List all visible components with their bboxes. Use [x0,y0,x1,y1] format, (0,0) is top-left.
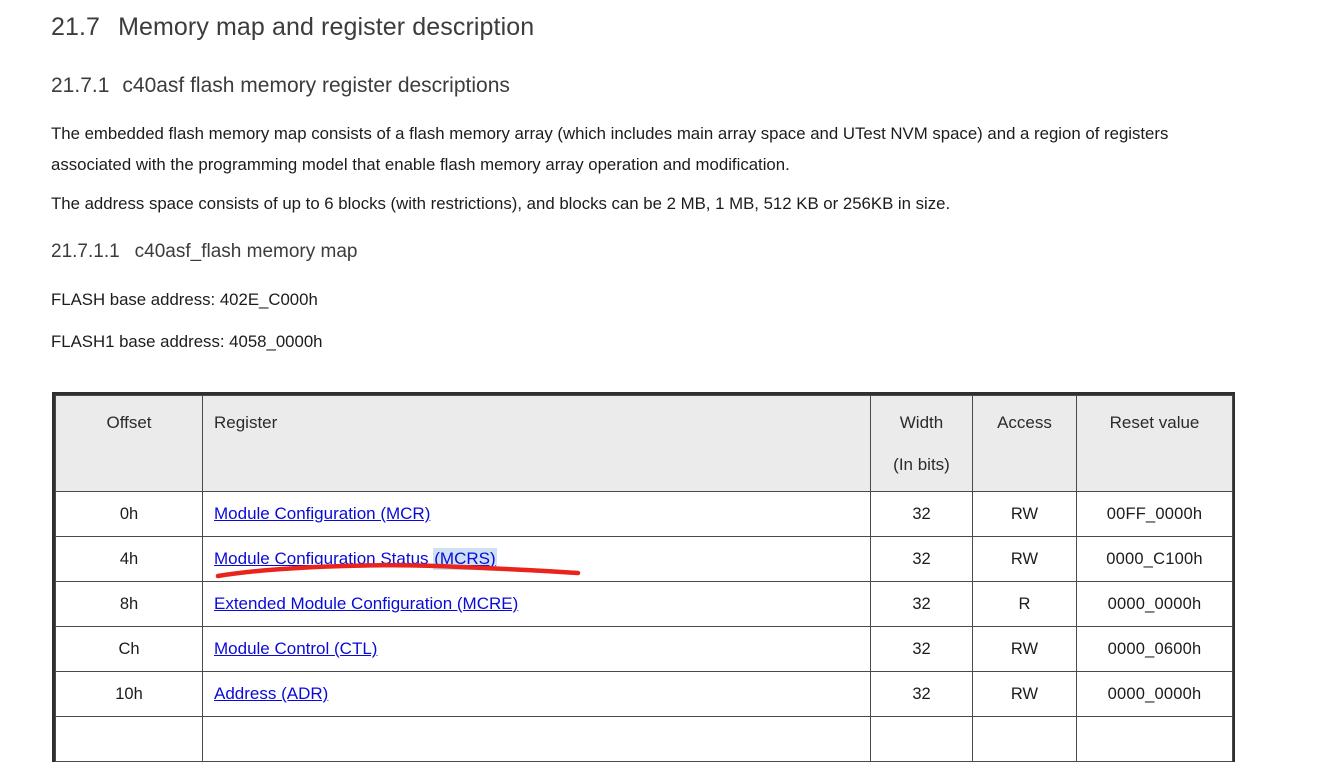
column-header-width-line2: (In bits) [893,455,950,474]
table-row: 0h Module Configuration (MCR) 32 RW 00FF… [55,491,1233,537]
cell-access: RW [972,491,1077,537]
intro-paragraph-1: The embedded flash memory map consists o… [51,124,1169,174]
section-heading-number: 21.7 [51,13,101,41]
register-link[interactable]: Module Configuration Status (MCRS) [214,548,497,570]
cell-width: 32 [870,671,973,717]
flash-base-address: FLASH base address: 402E_C000h [51,290,318,309]
table-row: 4h Module Configuration Status (MCRS) 32… [55,536,1233,582]
column-header-width-line1: Width [899,413,944,432]
cell-offset [55,716,203,762]
column-header-reset-value: Reset value [1076,395,1233,492]
register-link[interactable]: Module Control (CTL) [214,639,378,658]
cell-register: Address (ADR) [202,671,871,717]
cell-access: RW [972,536,1077,582]
cell-offset: 0h [55,491,203,537]
subsubsection-heading: 21.7.1.1 c40asf_flash memory map [51,241,358,263]
cell-reset-value [1076,716,1233,762]
column-header-offset: Offset [55,395,203,492]
cell-register: Extended Module Configuration (MCRE) [202,581,871,627]
register-link-text: Module Configuration Status [214,549,434,568]
cell-register [202,716,871,762]
cell-reset-value: 0000_0600h [1076,626,1233,672]
register-link[interactable]: Extended Module Configuration (MCRE) [214,594,519,613]
section-heading-title: Memory map and register description [118,13,535,41]
cell-width: 32 [870,581,973,627]
cell-width [870,716,973,762]
subsubsection-heading-title: c40asf_flash memory map [134,241,358,262]
table-row [55,716,1233,762]
table-header-row: Offset Register Width (In bits) Access R… [55,395,1233,492]
register-table-body: 0h Module Configuration (MCR) 32 RW 00FF… [55,491,1233,762]
cell-register: Module Configuration Status (MCRS) [202,536,871,582]
register-link[interactable]: Address (ADR) [214,684,329,703]
table-row: 10h Address (ADR) 32 RW 0000_0000h [55,671,1233,717]
cell-offset: Ch [55,626,203,672]
cell-offset: 10h [55,671,203,717]
cell-offset: 8h [55,581,203,627]
cell-reset-value: 00FF_0000h [1076,491,1233,537]
cell-access: R [972,581,1077,627]
cell-access [972,716,1077,762]
cell-reset-value: 0000_0000h [1076,671,1233,717]
cell-register: Module Configuration (MCR) [202,491,871,537]
section-heading: 21.7 Memory map and register description [51,13,534,42]
subsection-heading-number: 21.7.1 [51,74,110,97]
cell-register: Module Control (CTL) [202,626,871,672]
cell-width: 32 [870,536,973,582]
subsubsection-heading-number: 21.7.1.1 [51,241,120,262]
cell-reset-value: 0000_0000h [1076,581,1233,627]
column-header-width: Width (In bits) [870,395,973,492]
cell-reset-value: 0000_C100h [1076,536,1233,582]
column-header-register: Register [202,395,871,492]
column-header-access: Access [972,395,1077,492]
cell-access: RW [972,626,1077,672]
intro-paragraph-2: The address space consists of up to 6 bl… [51,194,951,213]
flash1-base-address: FLASH1 base address: 4058_0000h [51,332,323,351]
register-link[interactable]: Module Configuration (MCR) [214,504,431,523]
register-memory-map-table: Offset Register Width (In bits) Access R… [52,392,1235,762]
text-selection-highlight: (MCRS) [433,548,497,570]
cell-access: RW [972,671,1077,717]
table-row: Ch Module Control (CTL) 32 RW 0000_0600h [55,626,1233,672]
subsection-heading: 21.7.1 c40asf flash memory register descr… [51,74,510,98]
cell-offset: 4h [55,536,203,582]
cell-width: 32 [870,626,973,672]
cell-width: 32 [870,491,973,537]
subsection-heading-title: c40asf flash memory register description… [122,74,510,97]
table-row: 8h Extended Module Configuration (MCRE) … [55,581,1233,627]
